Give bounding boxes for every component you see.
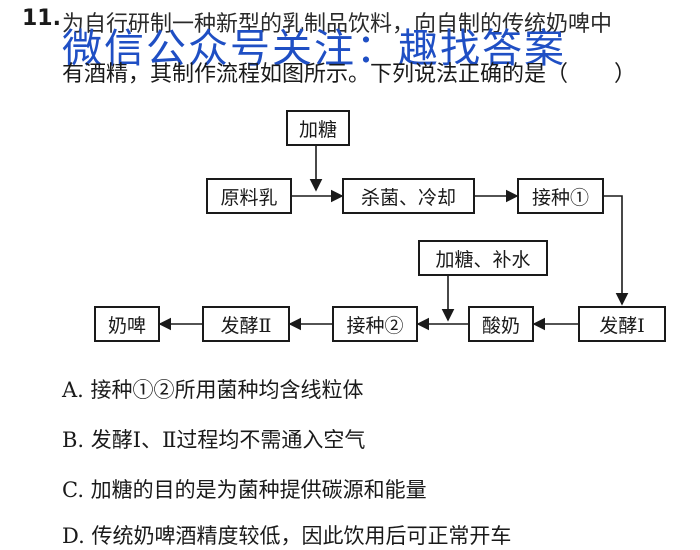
flow-box-raw-milk: 原料乳 xyxy=(206,178,292,214)
flow-box-sterilize-cool: 杀菌、冷却 xyxy=(342,178,475,214)
answer-bracket: ） xyxy=(614,62,637,87)
flow-box-add-sugar: 加糖 xyxy=(286,110,350,146)
option-d: D. 传统奶啤酒精度较低，因此饮用后可正常开车 xyxy=(62,524,512,548)
question-stem-line1: 为自行研制一种新型的乳制品饮料，向自制的传统奶啤中 xyxy=(62,12,613,37)
option-b: B. 发酵Ⅰ、Ⅱ过程均不需通入空气 xyxy=(62,428,366,452)
flow-box-add-sugar-water: 加糖、补水 xyxy=(418,240,548,276)
flow-box-inoculate-1: 接种① xyxy=(517,178,604,214)
question-stem-line2: 有酒精，其制作流程如图所示。下列说法正确的是（ xyxy=(62,62,569,87)
flow-box-inoculate-2: 接种② xyxy=(332,306,418,342)
question-number: 11. xyxy=(22,6,61,31)
flow-box-ferment-1: 发酵Ⅰ xyxy=(578,306,666,342)
flow-box-yogurt: 酸奶 xyxy=(468,306,534,342)
watermark-text: 微信公众号关注：趣找答案 xyxy=(62,26,566,72)
flow-box-ferment-2: 发酵Ⅱ xyxy=(202,306,290,342)
flow-box-milk-beer: 奶啤 xyxy=(94,306,160,342)
option-a: A. 接种①②所用菌种均含线粒体 xyxy=(62,378,364,402)
arrow-inoc1-to-ferment1 xyxy=(604,195,629,306)
option-c: C. 加糖的目的是为菌种提供碳源和能量 xyxy=(62,478,427,502)
